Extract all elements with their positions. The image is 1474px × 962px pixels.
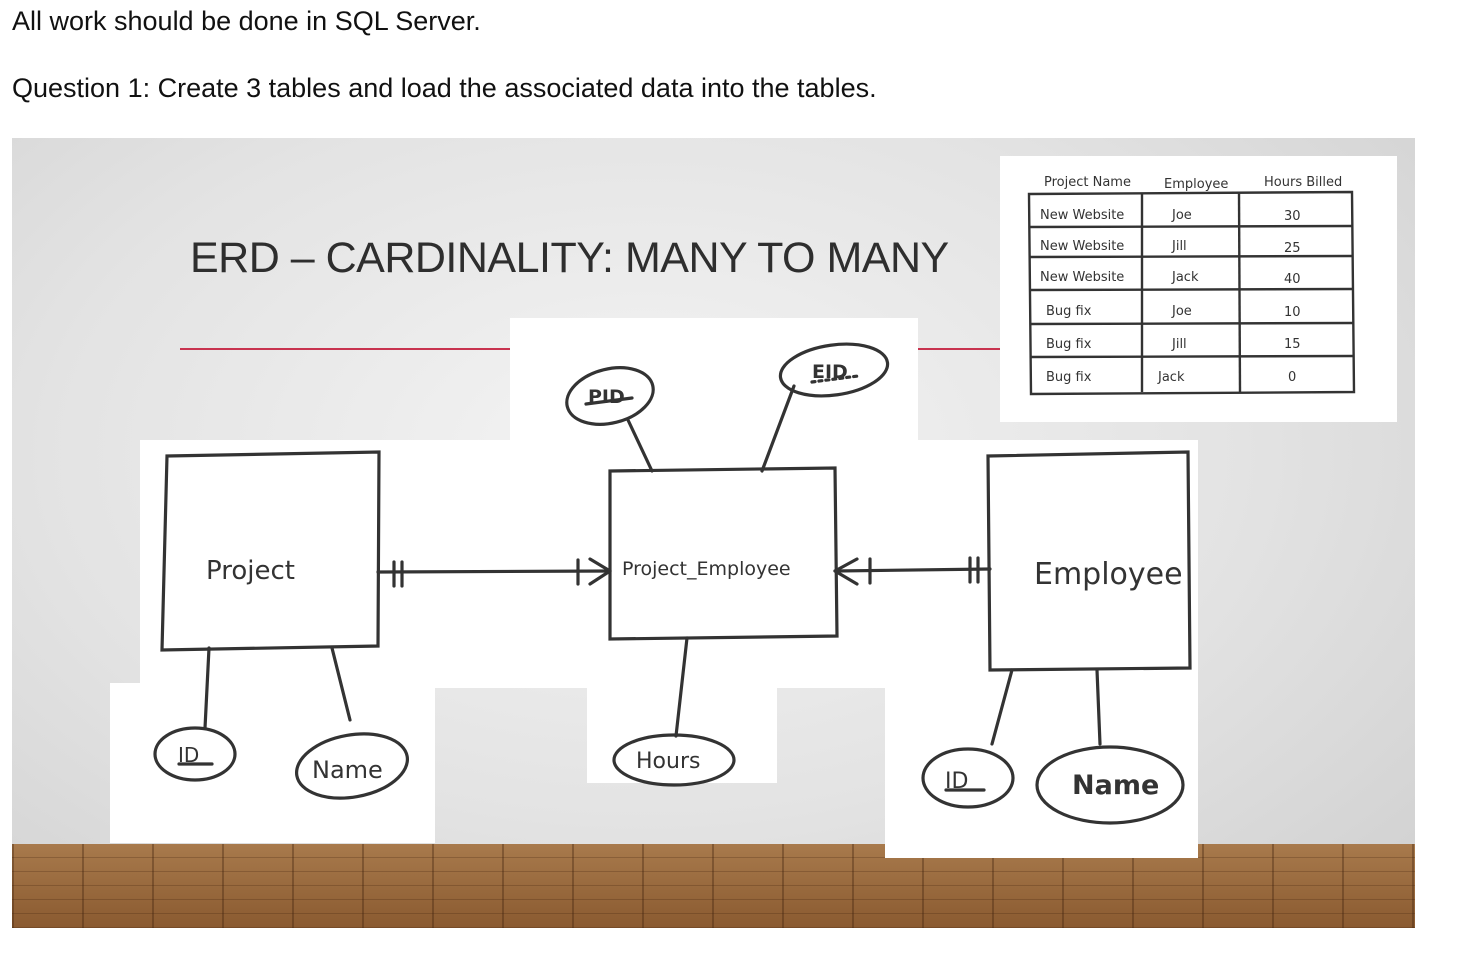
sample-data-table (1027, 190, 1356, 396)
paper-hours (587, 683, 777, 783)
svg-text:10: 10 (1284, 305, 1301, 320)
hours-label: Hours (636, 749, 700, 774)
erd-slide-image: ERD – CARDINALITY: MANY TO MANY (12, 138, 1415, 928)
employee-id-attribute (921, 747, 1015, 809)
pid-label: PID (588, 386, 625, 408)
project-id-label: ID (178, 743, 199, 767)
svg-text:New Website: New Website (1040, 239, 1124, 254)
question-line: Question 1: Create 3 tables and load the… (12, 73, 877, 103)
table-header-employee: Employee (1164, 177, 1228, 192)
one-mark-project (392, 560, 404, 588)
svg-text:Bug fix: Bug fix (1046, 304, 1092, 319)
project-name-label: Name (312, 756, 383, 784)
employee-name-attribute (1035, 745, 1185, 825)
eid-label: EID (812, 361, 848, 383)
employee-entity-box (986, 450, 1192, 672)
junction-entity-box (608, 466, 839, 641)
many-mark-junction-right (833, 557, 872, 586)
title-rule-left (180, 348, 510, 350)
svg-text:0: 0 (1288, 370, 1296, 385)
paper-employee (885, 440, 1198, 858)
one-mark-employee (968, 556, 980, 584)
project-id-attribute (153, 726, 237, 782)
svg-text:Bug fix: Bug fix (1046, 337, 1092, 352)
table-row: New Website Jill 25 (1040, 239, 1301, 256)
many-mark-junction-left (576, 557, 612, 586)
employee-name-label: Name (1072, 770, 1159, 801)
table-row: Bug fix Jill 15 (1046, 337, 1301, 352)
svg-text:15: 15 (1284, 337, 1301, 352)
table-row: New Website Jack 40 (1040, 270, 1301, 287)
instruction-line: All work should be done in SQL Server. (12, 6, 481, 36)
svg-text:40: 40 (1284, 272, 1301, 287)
wood-floor (12, 844, 1415, 928)
title-rule-right (917, 348, 1002, 350)
table-row: New Website Joe 30 (1040, 208, 1301, 224)
svg-text:Bug fix: Bug fix (1046, 370, 1092, 385)
svg-text:Joe: Joe (1171, 304, 1192, 319)
svg-text:Jill: Jill (1171, 239, 1187, 254)
junction-employee-line (833, 567, 992, 573)
erd-drawing: Project Project_Employee Employee PID EI… (153, 175, 1356, 825)
svg-text:25: 25 (1284, 241, 1301, 256)
table-header-project: Project Name (1044, 175, 1131, 190)
hours-attribute (612, 733, 736, 787)
pid-attribute (565, 366, 655, 426)
employee-entity-label: Employee (1034, 557, 1183, 592)
svg-text:Jack: Jack (1171, 270, 1199, 285)
paper-project-attrs (110, 683, 435, 843)
project-name-attribute (294, 732, 410, 800)
eid-attribute (778, 342, 890, 398)
slide-title: ERD – CARDINALITY: MANY TO MANY (190, 234, 949, 282)
svg-text:30: 30 (1284, 209, 1301, 224)
svg-text:Joe: Joe (1171, 208, 1192, 223)
employee-id-label: ID (945, 769, 968, 794)
table-row: Bug fix Joe 10 (1046, 304, 1301, 320)
svg-text:Jill: Jill (1171, 337, 1187, 352)
table-header-hours: Hours Billed (1264, 175, 1342, 190)
project-entity-box (160, 450, 381, 652)
junction-entity-label: Project_Employee (622, 558, 791, 580)
table-row: Bug fix Jack 0 (1046, 370, 1296, 385)
svg-text:New Website: New Website (1040, 208, 1124, 223)
project-junction-line (376, 569, 612, 574)
svg-text:Jack: Jack (1157, 370, 1185, 385)
svg-text:New Website: New Website (1040, 270, 1124, 285)
project-entity-label: Project (206, 556, 295, 586)
